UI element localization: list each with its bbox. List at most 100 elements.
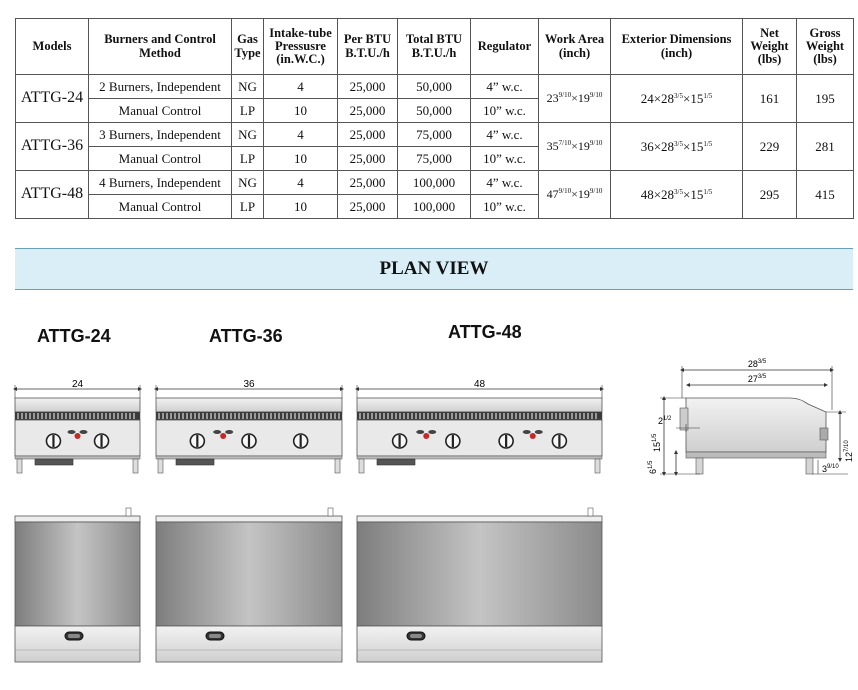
burner-cell: 2 Burners, Independent <box>88 74 232 99</box>
intake-pressure-cell: 4 <box>263 122 338 147</box>
model-cell: ATTG-48 <box>15 170 89 219</box>
model-cell: ATTG-24 <box>15 74 89 123</box>
gas-connector <box>327 507 334 517</box>
foot-label: 39/10 <box>822 464 839 474</box>
net-weight-cell: 161 <box>742 74 797 123</box>
gross-weight-cell: 415 <box>796 170 854 219</box>
gas-type-cell: NG <box>231 74 264 99</box>
plan-view-title: PLAN VIEW <box>379 258 489 279</box>
regulator-cell: 4” w.c. <box>470 74 539 99</box>
front-trough <box>356 625 603 663</box>
per-btu-cell: 25,000 <box>337 194 398 219</box>
exterior-dimensions-cell: 24×283/5×151/5 <box>610 74 743 123</box>
exterior-dimensions-cell: 36×283/5×151/5 <box>610 122 743 171</box>
net-weight-cell: 229 <box>742 122 797 171</box>
griddle-plate <box>155 397 343 413</box>
pilot-slot-icon <box>67 430 76 434</box>
control-cell: Manual Control <box>88 194 232 219</box>
griddle-plate <box>356 397 603 413</box>
gas-type-cell: NG <box>231 170 264 195</box>
side-front-leg <box>695 457 704 475</box>
side-rear-leg <box>805 457 814 475</box>
igniter-indicator-icon <box>74 433 81 439</box>
front-view-attg-36: 36 <box>154 379 344 474</box>
regulator-cell: 10” w.c. <box>470 194 539 219</box>
per-btu-cell: 25,000 <box>337 98 398 123</box>
pilot-slot-icon <box>416 430 425 434</box>
header-work-area: Work Area (inch) <box>538 18 611 75</box>
total-btu-cell: 50,000 <box>397 98 471 123</box>
front-leg <box>358 458 365 474</box>
width-label: 36 <box>243 379 255 390</box>
side-knob <box>679 407 689 431</box>
header-per-btu: Per BTU B.T.U./h <box>337 18 398 75</box>
header-intake-pressure: Intake-tube Pressusre (in.W.C.) <box>263 18 338 75</box>
griddle-top-surface <box>155 521 343 627</box>
front-view-attg-24: 24 <box>13 379 142 474</box>
rear-label: 127/10 <box>844 440 854 462</box>
net-weight-cell: 295 <box>742 170 797 219</box>
caption-attg-48: ATTG-48 <box>448 322 522 342</box>
total-btu-cell: 100,000 <box>397 194 471 219</box>
width-label: 48 <box>474 379 486 390</box>
width-label: 24 <box>72 379 84 390</box>
igniter-indicator-icon <box>423 433 430 439</box>
top-view-attg-24 <box>14 507 141 663</box>
front-trough <box>155 625 343 663</box>
front-view-attg-48: 48 <box>355 379 604 474</box>
regulator-cell: 4” w.c. <box>470 122 539 147</box>
per-btu-cell: 25,000 <box>337 146 398 171</box>
vent-strip <box>155 411 343 421</box>
front-leg <box>334 458 341 474</box>
side-body <box>685 397 827 453</box>
grease-tray <box>376 458 416 466</box>
regulator-cell: 10” w.c. <box>470 146 539 171</box>
control-cell: Manual Control <box>88 146 232 171</box>
control-cell: Manual Control <box>88 98 232 123</box>
top-views <box>14 507 603 663</box>
burner-cell: 3 Burners, Independent <box>88 122 232 147</box>
caption-attg-24: ATTG-24 <box>37 326 111 346</box>
plan-view-banner: PLAN VIEW <box>15 248 853 290</box>
offset-label: 21/2 <box>658 416 672 426</box>
side-view-drawing: 283/5 273/5 21/2 151/5 61/5 127/10 39/10 <box>648 359 854 476</box>
front-leg <box>594 458 601 474</box>
grease-tray <box>34 458 74 466</box>
spec-table: Models Burners and Control Method Gas Ty… <box>15 18 854 219</box>
igniter-indicator-icon <box>220 433 227 439</box>
burner-cell: 4 Burners, Independent <box>88 170 232 195</box>
exterior-dimensions-cell: 48×283/5×151/5 <box>610 170 743 219</box>
front-leg <box>157 458 164 474</box>
front-leg <box>132 458 139 474</box>
header-models: Models <box>15 18 89 75</box>
pilot-slot-icon <box>522 430 531 434</box>
grease-tray <box>175 458 215 466</box>
front-trough <box>14 625 141 663</box>
regulator-cell: 10” w.c. <box>470 98 539 123</box>
total-btu-cell: 50,000 <box>397 74 471 99</box>
front-leg <box>16 458 23 474</box>
griddle-top-surface <box>14 521 141 627</box>
igniter-indicator-icon <box>529 433 536 439</box>
leg-label: 61/5 <box>648 460 658 474</box>
griddle-plate <box>14 397 141 413</box>
gas-connector <box>125 507 132 517</box>
table-header-row: Models Burners and Control Method Gas Ty… <box>15 18 854 75</box>
work-area-cell: 357/10×199/10 <box>538 122 611 171</box>
top-view-attg-48 <box>356 507 603 663</box>
gas-type-cell: LP <box>231 194 264 219</box>
pilot-slot-icon <box>213 430 222 434</box>
header-gross-weight: Gross Weight (lbs) <box>796 18 854 75</box>
front-views: 24 36 48 <box>13 379 604 474</box>
inner-depth-label: 273/5 <box>748 374 767 384</box>
gas-inlet <box>819 427 829 441</box>
top-view-attg-36 <box>155 507 343 663</box>
gross-weight-cell: 195 <box>796 74 854 123</box>
caption-attg-36: ATTG-36 <box>209 326 283 346</box>
